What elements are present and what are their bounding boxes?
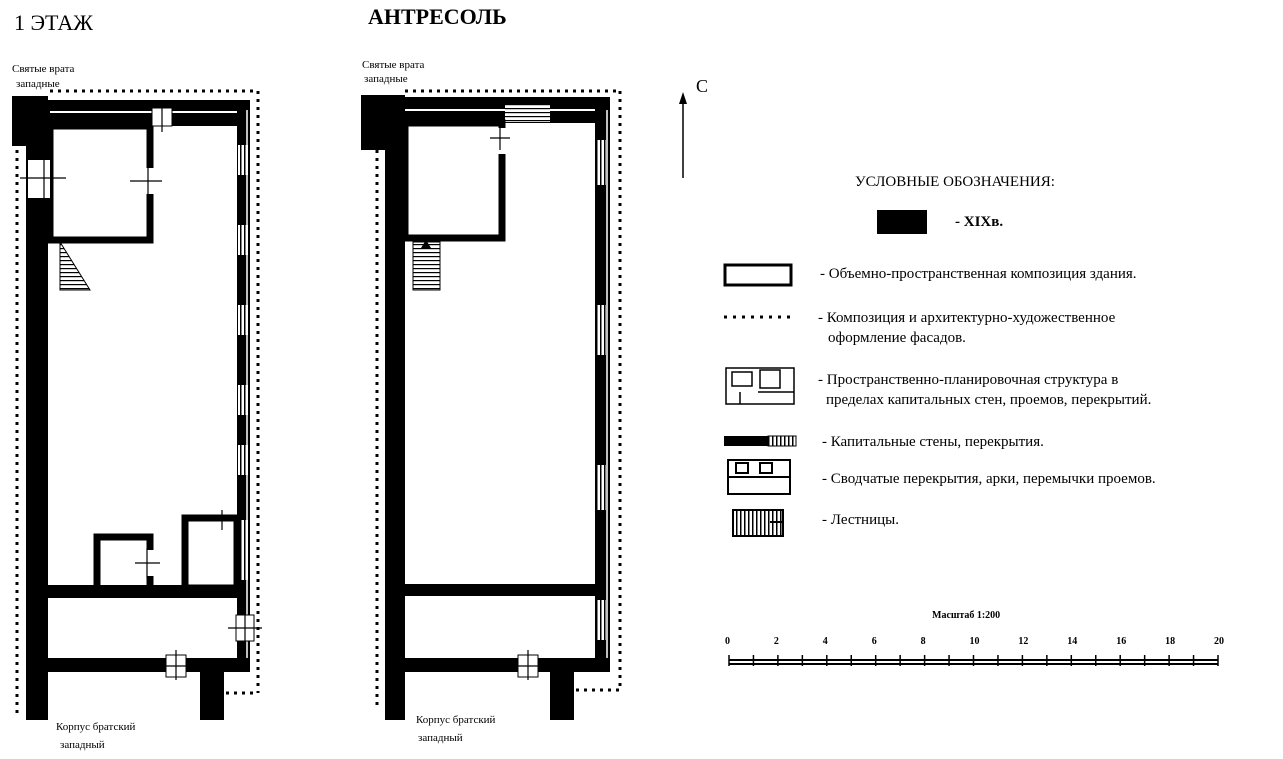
gate-label-1b: западные xyxy=(16,78,60,90)
scale-tick-label: 8 xyxy=(920,636,926,647)
north-arrow-icon xyxy=(679,92,687,178)
scale-tick-label: 20 xyxy=(1214,636,1224,647)
building-label-1b: западный xyxy=(60,739,105,751)
legend-item-stairs: - Лестницы. xyxy=(822,512,899,528)
plan-floor1 xyxy=(12,89,262,720)
scale-tick-label: 14 xyxy=(1067,636,1078,647)
plan-title-floor1: 1 ЭТАЖ xyxy=(14,10,93,35)
legend-title: УСЛОВНЫЕ ОБОЗНАЧЕНИЯ: xyxy=(855,174,1055,190)
scale-bar xyxy=(728,655,1219,666)
legend-plan-symbol xyxy=(725,367,795,405)
gate-label-2: Святые врата xyxy=(362,59,425,71)
scale-tick-label: 4 xyxy=(822,636,828,647)
legend-item-facade-2: оформление фасадов. xyxy=(828,330,966,346)
scale-tick-label: 12 xyxy=(1018,636,1029,647)
compass-label: С xyxy=(696,76,709,96)
legend-vault-symbol xyxy=(727,459,791,495)
legend-item-facade: - Композиция и архитектурно-художественн… xyxy=(818,310,1116,326)
legend-item-vaults: - Сводчатые перекрытия, арки, перемычки … xyxy=(822,471,1156,487)
legend-outline-symbol xyxy=(723,263,793,287)
legend-item-volume: - Объемно-пространственная композиция зд… xyxy=(820,266,1137,282)
legend-item-structure: - Пространственно-планировочная структур… xyxy=(818,372,1119,388)
plan-mezzanine xyxy=(361,89,622,720)
building-label-2b: западный xyxy=(418,732,463,744)
legend-xix-symbol xyxy=(877,210,927,234)
legend-item-xix: - XIXв. xyxy=(955,214,1004,230)
scale-tick-label: 2 xyxy=(773,636,779,647)
gate-label-1: Святые врата xyxy=(12,63,75,75)
plan-title-mezzanine: АНТРЕСОЛЬ xyxy=(368,4,507,29)
scale-tick-label: 6 xyxy=(871,636,877,647)
scale-tick-label: 18 xyxy=(1165,636,1176,647)
scale-tick-label: 10 xyxy=(969,636,980,647)
scale-tick-label: 0 xyxy=(725,636,730,647)
building-label-2: Корпус братский xyxy=(416,714,496,726)
legend-item-walls: - Капитальные стены, перекрытия. xyxy=(822,434,1044,450)
scale-tick-label: 16 xyxy=(1116,636,1127,647)
gate-label-2b: западные xyxy=(364,73,408,85)
scale-title: Масштаб 1:200 xyxy=(932,610,1001,621)
legend-symbols xyxy=(723,210,927,537)
legend-stairs-symbol xyxy=(732,509,784,537)
building-label-1: Корпус братский xyxy=(56,721,136,733)
legend-item-structure-2: пределах капитальных стен, проемов, пере… xyxy=(826,392,1152,408)
